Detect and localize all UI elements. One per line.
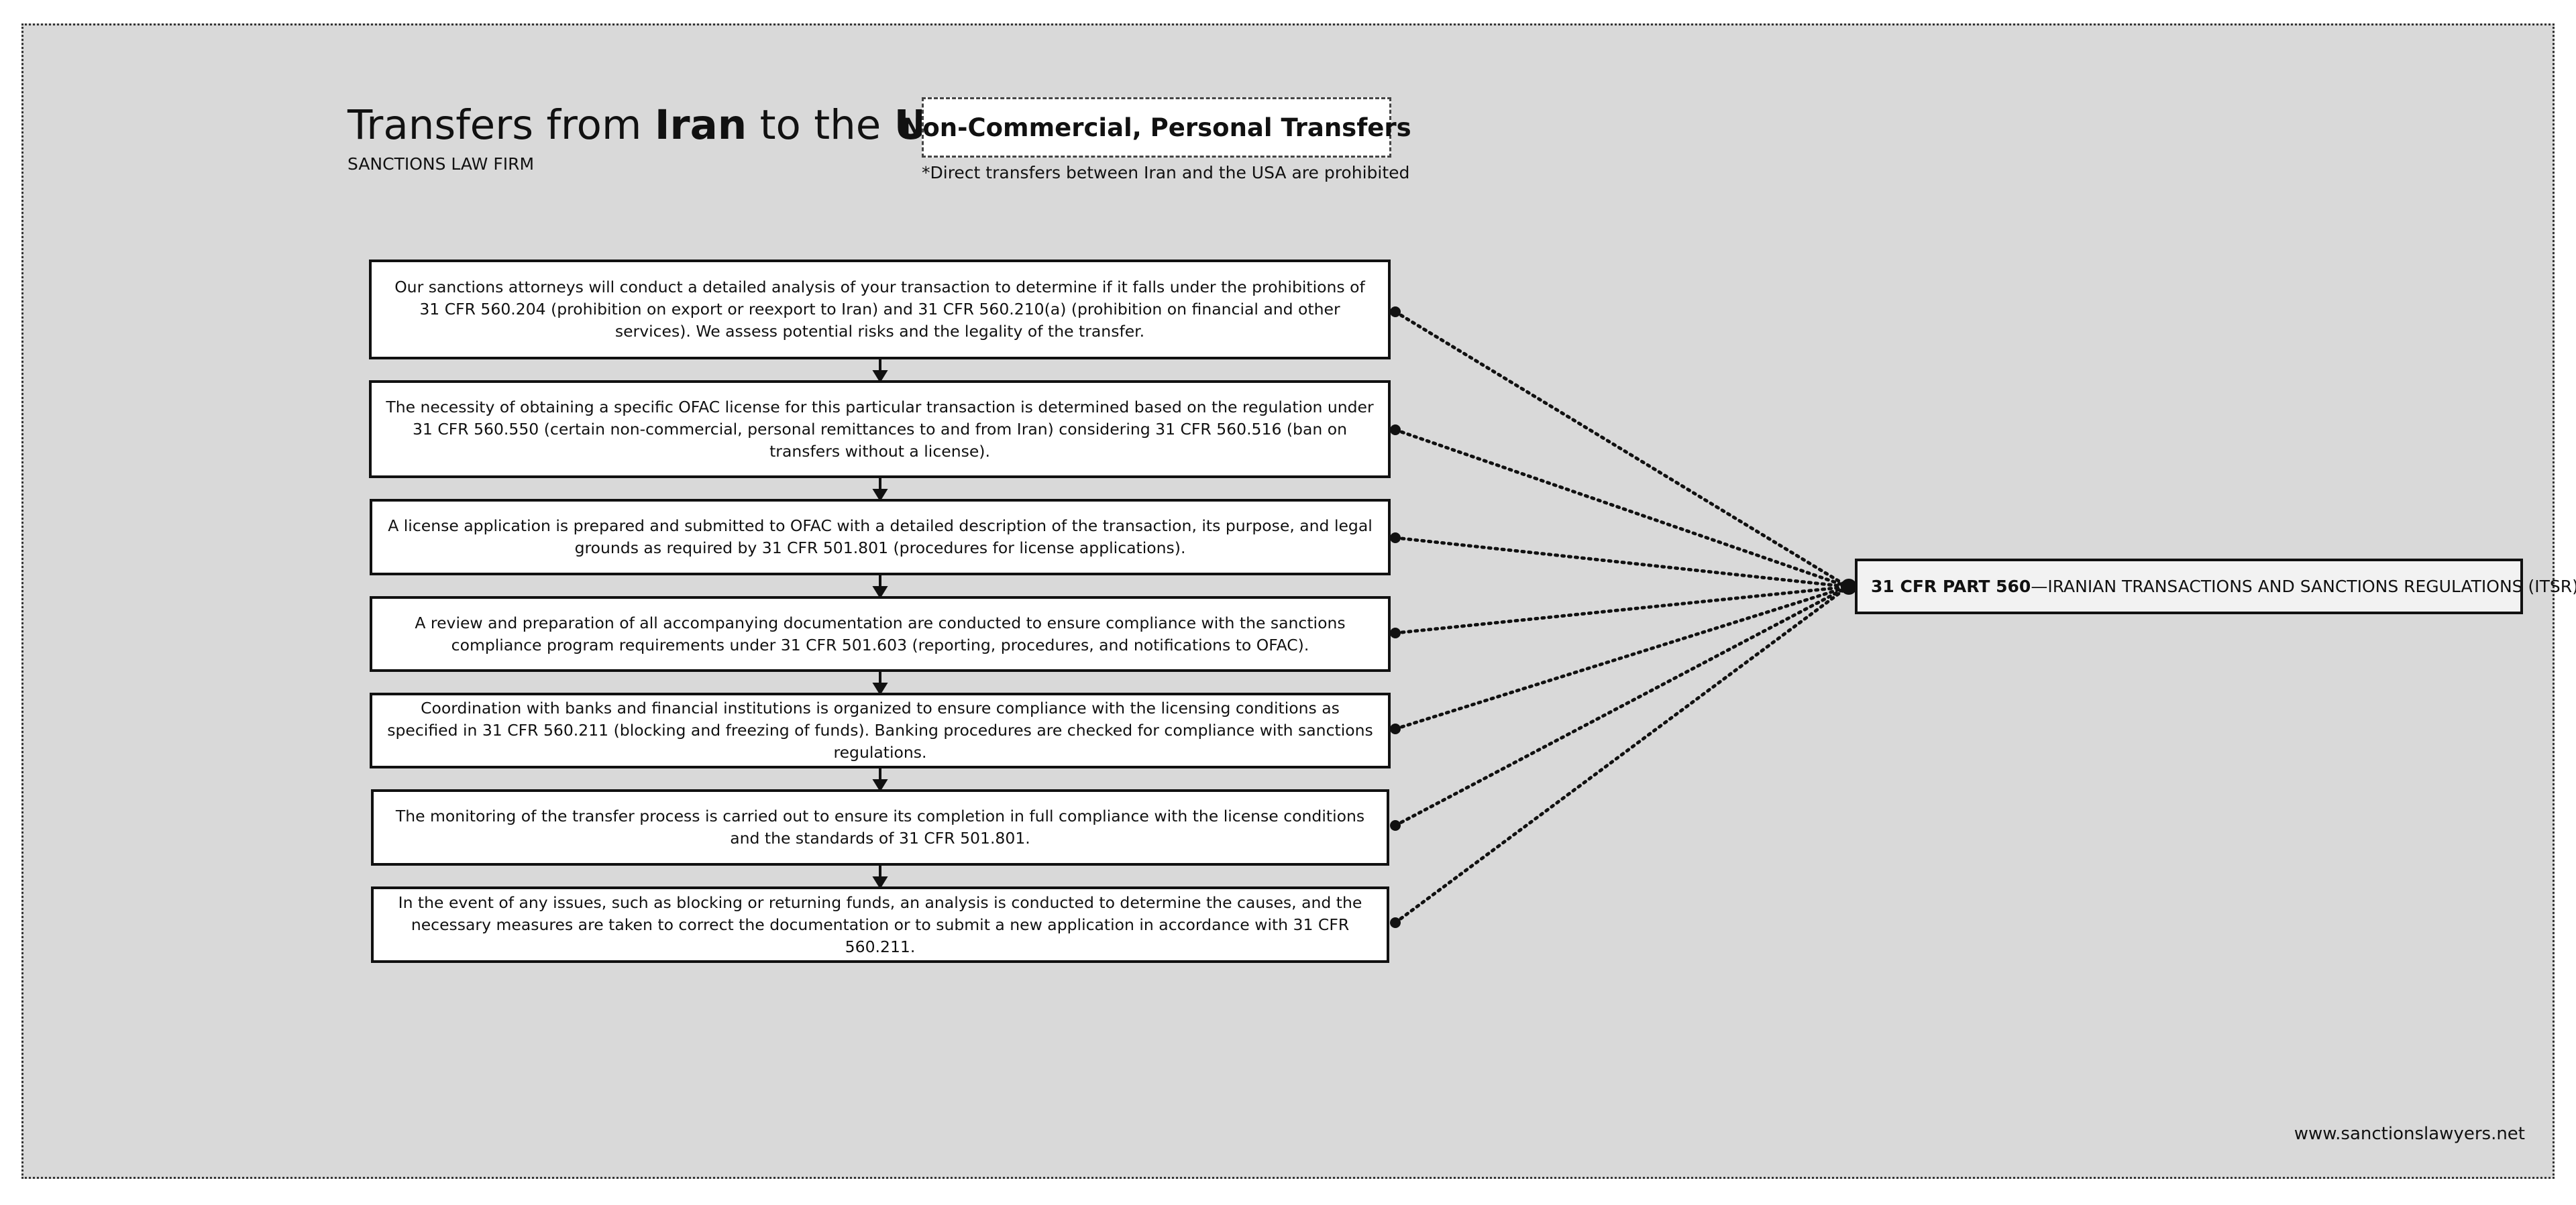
website-link[interactable]: www.sanctionslawyers.net [2294,1124,2525,1144]
link-dot [1390,306,1401,317]
flow-arrowhead [872,683,888,695]
flow-arrowhead [872,876,888,889]
dotted-link [1393,310,1850,589]
link-dot [1390,820,1401,831]
link-dot [1390,424,1401,435]
regulation-box: 31 CFR PART 560—IRANIAN TRANSACTIONS AND… [1855,559,2576,614]
prohibition-note: *Direct transfers between Iran and the U… [922,163,1410,182]
regulation-dash: — [2031,577,2048,596]
process-step-7: In the event of any issues, such as bloc… [371,886,1389,963]
dotted-link [1393,585,1850,635]
process-step-3: A license application is prepared and su… [370,499,1391,575]
category-tag: Non-Commercial, Personal Transfers [902,97,1411,158]
dotted-link [1393,536,1850,589]
dotted-link [1393,585,1850,925]
firm-subtitle: SANCTIONS LAW FIRM [347,154,535,174]
link-dot [1390,724,1401,734]
link-dot [1390,532,1401,543]
dotted-link [1393,428,1850,589]
process-step-2: The necessity of obtaining a specific OF… [369,380,1391,478]
process-step-4: A review and preparation of all accompan… [370,596,1391,672]
regulation-code: 31 CFR PART 560 [1871,577,2031,596]
title-iran: Iran [654,101,747,149]
process-step-5: Coordination with banks and financial in… [370,693,1391,768]
page-title: Transfers from Iran to the USA [347,101,988,150]
dotted-link [1393,585,1850,827]
flow-arrowhead [872,586,888,599]
link-dot [1390,917,1401,928]
process-step-1: Our sanctions attorneys will conduct a d… [369,260,1391,359]
flow-arrowhead [872,489,888,502]
link-dot [1390,628,1401,638]
flow-arrowhead [872,370,888,383]
flow-arrowhead [872,779,888,792]
hub-dot [1841,579,1857,595]
title-prefix: Transfers from [347,101,655,149]
dotted-link [1393,585,1850,731]
regulation-name: IRANIAN TRANSACTIONS AND SANCTIONS REGUL… [2047,577,2576,596]
process-step-6: The monitoring of the transfer process i… [371,789,1389,866]
title-middle: to the [747,101,894,149]
